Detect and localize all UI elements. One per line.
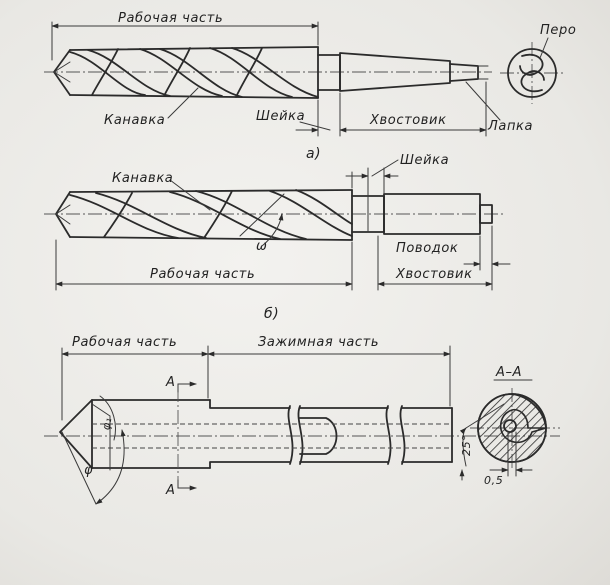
tang-a [449, 63, 479, 82]
label-working-part-c: Рабочая часть [72, 335, 177, 350]
label-tang: Лапка [487, 119, 533, 134]
label-groove-a: Канавка [104, 113, 165, 128]
step-top-c [209, 399, 291, 409]
drill-tip-a [53, 49, 71, 96]
leader-tang [465, 81, 501, 121]
figure-b-straight-shank-drill: ω Канавка Шейка Рабочая часть Поводок Хв… [44, 153, 511, 322]
label-omega: ω [256, 239, 268, 254]
taper-shank-a [339, 52, 451, 92]
body-bottom-a [69, 94, 319, 99]
drive-b [479, 204, 493, 224]
neck-a [317, 54, 341, 91]
section-mark-top: А [165, 375, 176, 390]
label-neck-a: Шейка [256, 109, 305, 124]
label-dim-05: 0,5 [484, 474, 503, 487]
label-phi1: φ₁ [99, 416, 114, 431]
label-working-part-a: Рабочая часть [118, 11, 223, 26]
drill-tip-b [55, 191, 71, 238]
label-shank-b: Хвостовик [395, 267, 473, 282]
section-mark-bottom: А [165, 483, 176, 498]
figure-a-taper-shank-drill: Рабочая часть Шейка Хвостовик Канавка Ла… [44, 11, 576, 162]
tip-edges-a [53, 61, 71, 83]
end-view-a [500, 37, 564, 104]
caption-b: б) [264, 306, 279, 322]
helix-angle-arc [261, 213, 284, 247]
label-working-part-b: Рабочая часть [150, 267, 255, 282]
drill-tip-c [59, 399, 93, 469]
step-bottom-c [209, 461, 291, 469]
label-clamping-part: Зажимная часть [258, 335, 379, 350]
label-angle-25: 25° [460, 435, 473, 456]
label-section-a-a: А–А [495, 365, 522, 380]
flute-slot-c [299, 417, 338, 455]
flutes-a [69, 47, 319, 98]
figure-c-drill-geometry: А А φ₁ φ Рабочая часть Зажимная часть А–… [44, 335, 560, 505]
body-top-a [69, 46, 319, 51]
label-land: Перо [540, 23, 576, 38]
label-neck-b: Шейка [400, 153, 449, 168]
label-groove-b: Канавка [112, 171, 173, 186]
body-bottom-b [69, 236, 353, 241]
body-top-b [69, 189, 353, 193]
section-a-a: А–А 25° 0,5 [459, 365, 560, 487]
label-drive: Поводок [396, 241, 458, 256]
angle-phi-arc [95, 429, 126, 505]
caption-a: а) [306, 146, 321, 162]
label-phi: φ [84, 463, 93, 478]
label-shank-a: Хвостовик [369, 113, 447, 128]
leader-groove-a [167, 87, 199, 119]
flutes-b [69, 189, 353, 240]
